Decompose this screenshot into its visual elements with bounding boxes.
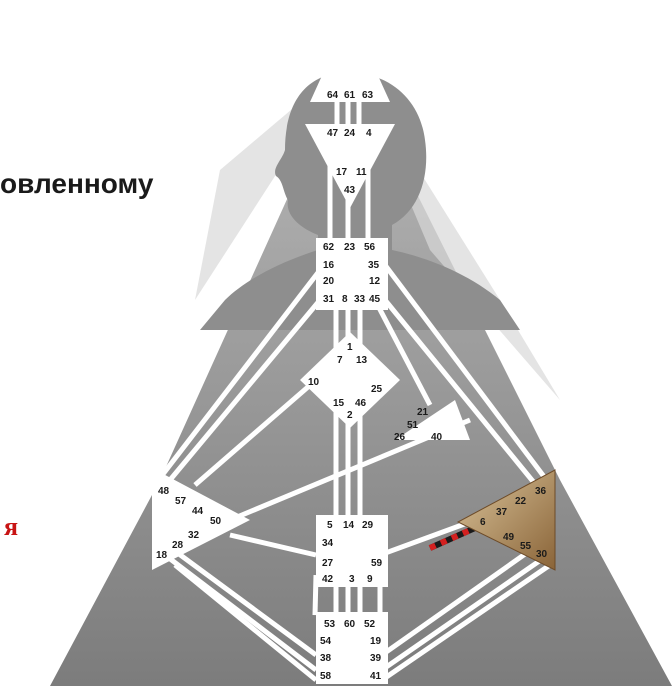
gate-label: 52 (364, 619, 376, 630)
gate-label: 19 (370, 636, 382, 647)
gate-label: 36 (535, 486, 547, 497)
gate-label: 38 (320, 653, 332, 664)
gate-label: 14 (343, 520, 355, 531)
gate-label: 11 (356, 167, 367, 178)
gate-label: 24 (344, 128, 356, 139)
gate-label: 18 (156, 550, 168, 561)
gate-label: 2 (347, 410, 353, 421)
gate-label: 56 (364, 242, 376, 253)
gate-label: 46 (355, 398, 367, 409)
head-center (310, 14, 390, 102)
gate-label: 49 (503, 532, 515, 543)
gate-label: 17 (336, 167, 348, 178)
gate-label: 8 (342, 294, 348, 305)
gate-label: 37 (496, 507, 508, 518)
gate-label: 59 (371, 558, 383, 569)
gate-label: 64 (327, 90, 339, 101)
gate-label: 6 (480, 517, 486, 528)
gate-label: 33 (354, 294, 366, 305)
gate-label: 16 (323, 260, 335, 271)
g-center (300, 332, 400, 428)
gate-label: 23 (344, 242, 356, 253)
gate-label: 45 (369, 294, 381, 305)
gates-solar-plexus: 36 22 37 6 49 55 30 (480, 486, 548, 560)
gates-head: 64 61 63 (327, 90, 374, 101)
gate-label: 34 (322, 538, 334, 549)
gate-label: 42 (322, 574, 334, 585)
gate-label: 13 (356, 355, 368, 366)
gate-label: 63 (362, 90, 374, 101)
gate-label: 58 (320, 671, 332, 682)
gate-label: 44 (192, 506, 204, 517)
gate-label: 39 (370, 653, 382, 664)
spleen-center (152, 468, 250, 570)
gate-label: 41 (370, 671, 382, 682)
gate-label: 3 (349, 574, 355, 585)
throat-center (316, 238, 388, 310)
ajna-center (305, 124, 395, 208)
gate-label: 1 (347, 342, 353, 353)
gates-sacral: 5 14 29 34 27 59 42 3 9 (322, 520, 383, 585)
gate-label: 31 (323, 294, 335, 305)
gate-label: 27 (322, 558, 334, 569)
gates-throat: 62 23 56 16 35 20 12 31 8 33 45 (323, 242, 381, 305)
gates-ajna: 47 24 4 17 11 43 (327, 128, 372, 196)
side-text-mark: я (4, 512, 19, 541)
gates-heart: 21 51 26 40 (394, 407, 443, 443)
gate-label: 4 (366, 128, 372, 139)
gate-label: 29 (362, 520, 374, 531)
gate-label: 25 (371, 384, 383, 395)
gate-label: 50 (210, 516, 222, 527)
gate-label: 15 (333, 398, 345, 409)
gate-label: 62 (323, 242, 335, 253)
page-heading: овленному (0, 168, 154, 199)
solar-plexus-center (456, 469, 556, 571)
gates-g: 1 7 13 10 25 15 46 2 (308, 342, 383, 421)
gate-label: 54 (320, 636, 332, 647)
gate-label: 30 (536, 549, 548, 560)
sacral-center (316, 515, 388, 587)
gate-label: 12 (369, 276, 381, 287)
gate-label: 40 (431, 432, 443, 443)
gates-root: 53 60 52 54 19 38 39 58 41 (320, 619, 382, 682)
gate-label: 9 (367, 574, 373, 585)
gate-label: 21 (417, 407, 429, 418)
gate-label: 32 (188, 530, 200, 541)
gate-label: 43 (344, 185, 356, 196)
gate-label: 53 (324, 619, 336, 630)
gate-label: 28 (172, 540, 184, 551)
gates-spleen: 48 57 44 50 32 28 18 (156, 486, 222, 561)
gate-label: 26 (394, 432, 406, 443)
gate-label: 60 (344, 619, 356, 630)
heart-center (395, 400, 470, 440)
gate-label: 61 (344, 90, 356, 101)
gate-label: 55 (520, 541, 532, 552)
gate-label: 35 (368, 260, 380, 271)
activation-marks (428, 525, 477, 551)
root-center (316, 612, 388, 684)
gate-label: 57 (175, 496, 187, 507)
gate-label: 5 (327, 520, 333, 531)
gate-label: 20 (323, 276, 335, 287)
gate-label: 10 (308, 377, 320, 388)
gate-label: 48 (158, 486, 170, 497)
human-silhouette (200, 72, 520, 330)
gate-label: 47 (327, 128, 339, 139)
gate-label: 51 (407, 420, 419, 431)
gate-label: 7 (337, 355, 343, 366)
gate-label: 22 (515, 496, 527, 507)
